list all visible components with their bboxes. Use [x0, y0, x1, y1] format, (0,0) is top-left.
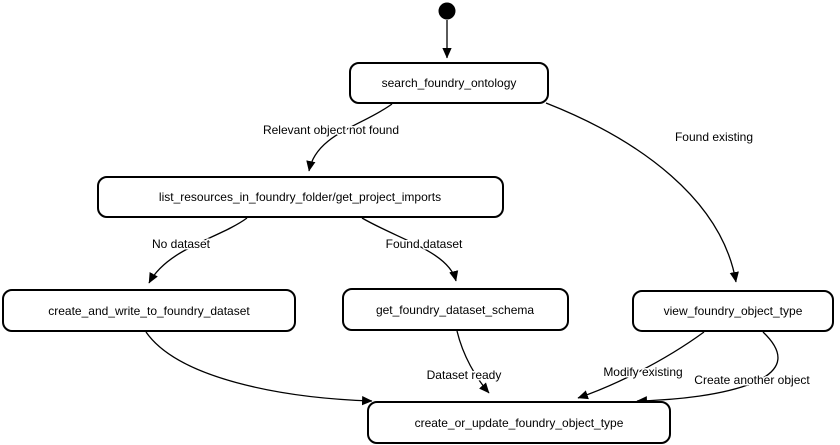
edge-label-found-existing: Found existing — [675, 130, 753, 144]
state-label: list_resources_in_foundry_folder/get_pro… — [159, 190, 441, 204]
state-label: create_and_write_to_foundry_dataset — [48, 304, 250, 318]
state-box — [2, 289, 296, 332]
state-get-foundry-dataset-schema: get_foundry_dataset_schema — [342, 288, 569, 331]
edge-view-to-create-update-another — [636, 331, 779, 406]
state-view-foundry-object-type: view_foundry_object_type — [632, 290, 834, 332]
edge-search-to-list — [306, 103, 393, 172]
edge-label-modify-existing: Modify existing — [603, 365, 682, 379]
state-create-or-update-foundry-object-type: create_or_update_foundry_object_type — [367, 401, 671, 444]
state-box — [342, 288, 569, 331]
state-create-and-write-to-foundry-dataset: create_and_write_to_foundry_dataset — [2, 289, 296, 332]
edge-label-no-dataset: No dataset — [152, 237, 211, 251]
edge-label-dataset-ready: Dataset ready — [427, 368, 502, 382]
initial-state-dot — [438, 2, 456, 20]
edge-label-relevant-object-not-found: Relevant object not found — [263, 123, 399, 137]
state-box — [97, 176, 504, 218]
edge-view-to-create-update-modify — [577, 331, 705, 400]
state-label: get_foundry_dataset_schema — [376, 303, 534, 317]
edge-label-create-another-object: Create another object — [694, 373, 810, 387]
edge-list-to-schema — [361, 217, 459, 282]
state-search-foundry-ontology: search_foundry_ontology — [349, 62, 549, 104]
state-label: view_foundry_object_type — [664, 304, 803, 318]
state-label: search_foundry_ontology — [382, 76, 517, 90]
state-box — [349, 62, 549, 104]
transitions-layer — [145, 20, 779, 406]
state-list-resources-in-foundry-folder: list_resources_in_foundry_folder/get_pro… — [97, 176, 504, 218]
edge-list-to-create-write — [148, 217, 248, 284]
edge-create-write-to-create-update — [145, 331, 373, 406]
state-box — [367, 401, 671, 444]
transition-labels-layer: Relevant object not found Found existing… — [150, 122, 811, 389]
edge-schema-to-create-update — [456, 330, 490, 394]
edge-search-to-view — [545, 102, 739, 283]
edge-label-found-dataset: Found dataset — [386, 237, 463, 251]
state-label: create_or_update_foundry_object_type — [415, 416, 624, 430]
state-box — [632, 290, 834, 332]
